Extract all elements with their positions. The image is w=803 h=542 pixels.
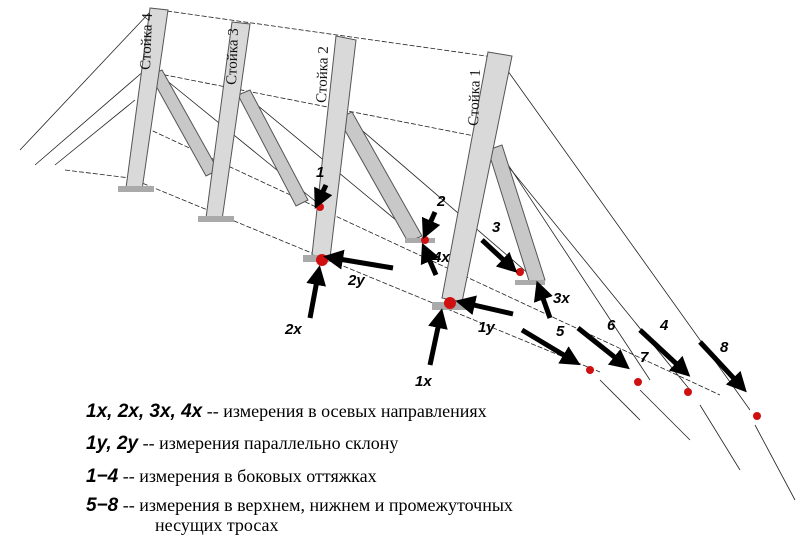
post-label-2: Стойка 2 (314, 46, 332, 103)
marker-4: 4 (659, 317, 669, 334)
legend-text: -- измерения в осевых направлениях (206, 401, 487, 421)
legend-item: 1y, 2y -- измерения параллельно склону (86, 433, 398, 455)
marker-2y: 2y (347, 272, 365, 289)
marker-1y: 1y (478, 319, 495, 336)
legend-text: -- измерения в боковых оттяжках (122, 466, 377, 486)
marker-6: 6 (607, 317, 616, 334)
legend-item: 5−8 -- измерения в верхнем, нижнем и про… (86, 495, 513, 517)
legend-text: -- измерения в верхнем, нижнем и промежу… (122, 495, 513, 515)
legend-key: 5−8 (86, 495, 119, 516)
marker-3: 3 (492, 219, 501, 236)
marker-1: 1 (316, 164, 324, 181)
marker-4x: 4x (432, 249, 450, 266)
measurement-arrows (306, 183, 747, 393)
legend-text: -- измерения параллельно склону (142, 433, 399, 453)
legend-key: 1y, 2y (86, 433, 139, 454)
marker-8: 8 (720, 339, 729, 356)
legend-text: несущих тросах (155, 515, 279, 535)
legend-item: несущих тросах (155, 515, 279, 536)
cables (19, 9, 796, 501)
legend-key: 1x, 2x, 3x, 4x (86, 401, 203, 422)
marker-1x: 1x (415, 373, 432, 390)
legend-key: 1−4 (86, 466, 119, 487)
sensors (316, 203, 761, 420)
marker-5: 5 (556, 323, 565, 340)
marker-2x: 2x (284, 321, 302, 338)
post-label-1: Стойка 1 (466, 69, 484, 126)
post-label-4: Стойка 4 (138, 12, 156, 70)
legend-item: 1−4 -- измерения в боковых оттяжках (86, 466, 377, 488)
marker-7: 7 (640, 349, 649, 366)
legend-item: 1x, 2x, 3x, 4x -- измерения в осевых нап… (86, 401, 487, 423)
marker-3x: 3x (553, 290, 570, 307)
marker-2: 2 (436, 193, 446, 210)
post-label-3: Стойка 3 (224, 28, 242, 85)
